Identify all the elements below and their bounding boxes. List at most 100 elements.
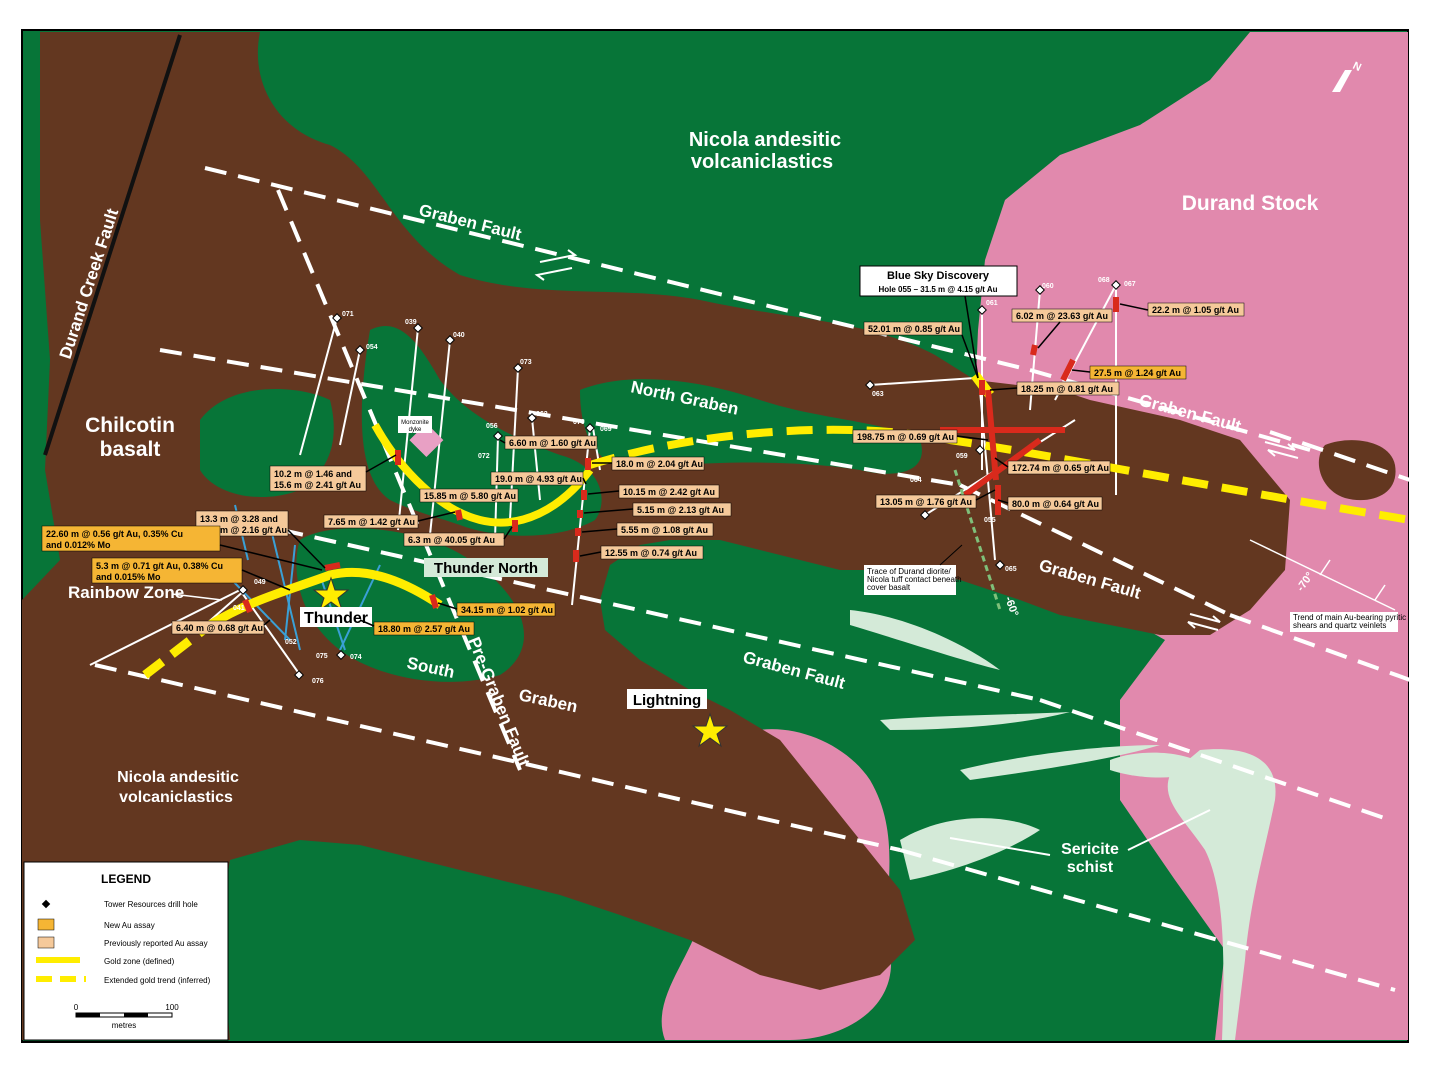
svg-text:15.85 m @ 5.80 g/t Au: 15.85 m @ 5.80 g/t Au xyxy=(424,491,516,501)
svg-text:052: 052 xyxy=(285,639,297,646)
label-thunder: Thunder xyxy=(304,610,368,627)
svg-text:and 0.015% Mo: and 0.015% Mo xyxy=(96,572,161,582)
svg-text:072: 072 xyxy=(478,453,490,460)
svg-text:15.6 m @ 2.41 g/t Au: 15.6 m @ 2.41 g/t Au xyxy=(274,480,361,490)
svg-text:076: 076 xyxy=(312,678,324,685)
svg-text:18.25 m @ 0.81 g/t Au: 18.25 m @ 0.81 g/t Au xyxy=(1021,384,1113,394)
label-thunder-north: Thunder North xyxy=(434,560,538,577)
svg-text:069: 069 xyxy=(600,426,612,433)
svg-text:0: 0 xyxy=(74,1003,79,1012)
svg-text:067: 067 xyxy=(1124,281,1136,288)
discovery-pointer xyxy=(964,295,979,379)
svg-text:80.0 m @ 0.64 g/t Au: 80.0 m @ 0.64 g/t Au xyxy=(1012,499,1099,509)
svg-text:055: 055 xyxy=(984,517,996,524)
svg-text:073: 073 xyxy=(520,359,532,366)
shear-trend-lines xyxy=(1249,539,1396,611)
trace-note-2: Nicola tuff contact beneath xyxy=(867,575,962,584)
svg-text:Gold zone (defined): Gold zone (defined) xyxy=(104,957,175,966)
svg-text:18.80 m @ 2.57 g/t Au: 18.80 m @ 2.57 g/t Au xyxy=(378,624,470,634)
legend-title: LEGEND xyxy=(101,872,151,886)
lightning-star-icon xyxy=(691,712,729,748)
svg-text:and 0.012% Mo: and 0.012% Mo xyxy=(46,540,111,550)
svg-text:13.05 m @ 1.76 g/t Au: 13.05 m @ 1.76 g/t Au xyxy=(880,497,972,507)
trace-pointer xyxy=(939,544,963,566)
svg-text:Tower Resources drill hole: Tower Resources drill hole xyxy=(104,900,198,909)
svg-text:063: 063 xyxy=(872,391,884,398)
svg-text:100: 100 xyxy=(165,1003,179,1012)
svg-text:52.01 m @ 0.85 g/t Au: 52.01 m @ 0.85 g/t Au xyxy=(868,324,960,334)
label-chilcotin-1: Chilcotin xyxy=(85,414,175,437)
fault-slip-arrows xyxy=(534,249,1299,631)
svg-text:059: 059 xyxy=(956,453,968,460)
discovery-subtitle: Hole 055 – 31.5 m @ 4.15 g/t Au xyxy=(878,285,997,294)
svg-text:13.3 m @ 3.28 and: 13.3 m @ 3.28 and xyxy=(200,514,278,524)
label-sericite-1: Sericite xyxy=(1061,841,1119,858)
label-chilcotin-2: basalt xyxy=(100,438,161,461)
label-lightning: Lightning xyxy=(633,692,701,709)
svg-text:34.15 m @ 1.02 g/t Au: 34.15 m @ 1.02 g/t Au xyxy=(461,605,553,615)
svg-text:6.60 m @ 1.60 g/t Au: 6.60 m @ 1.60 g/t Au xyxy=(509,438,596,448)
label-nicola-south-2: volcaniclastics xyxy=(119,789,233,806)
monzonite-label-2: dyke xyxy=(409,427,422,433)
trend-note-2: shears and quartz veinlets xyxy=(1293,621,1386,630)
trend-note-1: Trend of main Au-bearing pyritic xyxy=(1293,613,1406,622)
durand-creek-fault-line xyxy=(43,34,182,456)
assay-labels-east: 52.01 m @ 0.85 g/t Au 6.02 m @ 23.63 g/t… xyxy=(852,302,1245,511)
thunder-star-icon xyxy=(312,576,350,612)
discovery-box xyxy=(859,265,1018,297)
svg-text:6.40 m @ 0.68 g/t Au: 6.40 m @ 0.68 g/t Au xyxy=(176,623,263,633)
label-durand-stock: Durand Stock xyxy=(1182,192,1319,215)
svg-text:Extended gold trend (inferred): Extended gold trend (inferred) xyxy=(104,976,211,985)
svg-text:049: 049 xyxy=(254,579,266,586)
thunder-label-box xyxy=(300,607,372,627)
monzonite-label-1: Monzonite xyxy=(401,420,429,426)
svg-text:075: 075 xyxy=(316,653,328,660)
svg-text:198.75 m @ 0.69 g/t Au: 198.75 m @ 0.69 g/t Au xyxy=(857,432,954,442)
legend: LEGEND Tower Resources drill hole New Au… xyxy=(23,861,229,1041)
svg-text:070: 070 xyxy=(573,419,585,426)
svg-text:5.15 m @ 2.13 g/t Au: 5.15 m @ 2.13 g/t Au xyxy=(637,505,724,515)
svg-text:metres: metres xyxy=(112,1021,136,1030)
svg-text:065: 065 xyxy=(1005,566,1017,573)
diorite-contact-trace xyxy=(953,469,1002,611)
svg-text:Previously reported Au assay: Previously reported Au assay xyxy=(104,939,208,948)
svg-text:039: 039 xyxy=(405,319,417,326)
svg-text:5.3 m @ 0.71 g/t Au, 0.38% Cu: 5.3 m @ 0.71 g/t Au, 0.38% Cu xyxy=(96,561,223,571)
svg-text:5.55 m @ 1.08 g/t Au: 5.55 m @ 1.08 g/t Au xyxy=(621,525,708,535)
svg-text:6.02 m @ 23.63 g/t Au: 6.02 m @ 23.63 g/t Au xyxy=(1016,311,1108,321)
svg-text:18.0 m @ 2.04 g/t Au: 18.0 m @ 2.04 g/t Au xyxy=(616,459,703,469)
svg-text:New Au assay: New Au assay xyxy=(104,921,155,930)
trace-note-3: cover basalt xyxy=(867,583,911,592)
lightning-label-box xyxy=(627,689,707,709)
monzonite-label-box xyxy=(398,416,432,433)
assay-pointers-thunder xyxy=(219,529,458,627)
trace-note-1: Trace of Durand diorite/ xyxy=(867,567,952,576)
svg-text:172.74 m @ 0.65 g/t Au: 172.74 m @ 0.65 g/t Au xyxy=(1012,463,1109,473)
svg-text:22.60 m @ 0.56 g/t Au, 0.35% C: 22.60 m @ 0.56 g/t Au, 0.35% Cu xyxy=(46,529,183,539)
assay-labels-thunder-north: 6.60 m @ 1.60 g/t Au 18.0 m @ 2.04 g/t A… xyxy=(269,435,732,560)
trace-note-box xyxy=(864,565,956,595)
svg-text:7.65 m @ 1.42 g/t Au: 7.65 m @ 1.42 g/t Au xyxy=(328,517,415,527)
svg-text:056: 056 xyxy=(486,423,498,430)
legend-new-assay-icon xyxy=(37,918,55,931)
svg-text:062: 062 xyxy=(536,411,548,418)
svg-text:060: 060 xyxy=(1042,283,1054,290)
svg-text:10.2 m @ 1.46 and: 10.2 m @ 1.46 and xyxy=(274,469,352,479)
sericite-pointer-2 xyxy=(1127,809,1211,851)
trend-note-box xyxy=(1290,612,1398,632)
rainbow-pointer xyxy=(171,593,223,601)
assay-pointers-east xyxy=(956,303,1149,504)
label-sericite-2: schist xyxy=(1067,859,1114,876)
assay-pointers-thunder-north xyxy=(365,439,634,557)
label-nicola-north-1: Nicola andesitic xyxy=(689,129,841,151)
thunder-north-label-box xyxy=(424,558,548,577)
assay-labels-thunder: 13.3 m @ 3.28 and 10.1 m @ 2.16 g/t Au 2… xyxy=(41,510,556,636)
svg-text:071: 071 xyxy=(342,311,354,318)
svg-text:12.55 m @ 0.74 g/t Au: 12.55 m @ 0.74 g/t Au xyxy=(605,548,697,558)
svg-text:6.3 m @ 40.05 g/t Au: 6.3 m @ 40.05 g/t Au xyxy=(408,535,495,545)
sericite-schist xyxy=(850,610,1276,1040)
label-rainbow-zone: Rainbow Zone xyxy=(68,583,184,602)
nicola-window-east xyxy=(580,379,922,474)
svg-text:19.0 m @ 4.93 g/t Au: 19.0 m @ 4.93 g/t Au xyxy=(495,474,582,484)
